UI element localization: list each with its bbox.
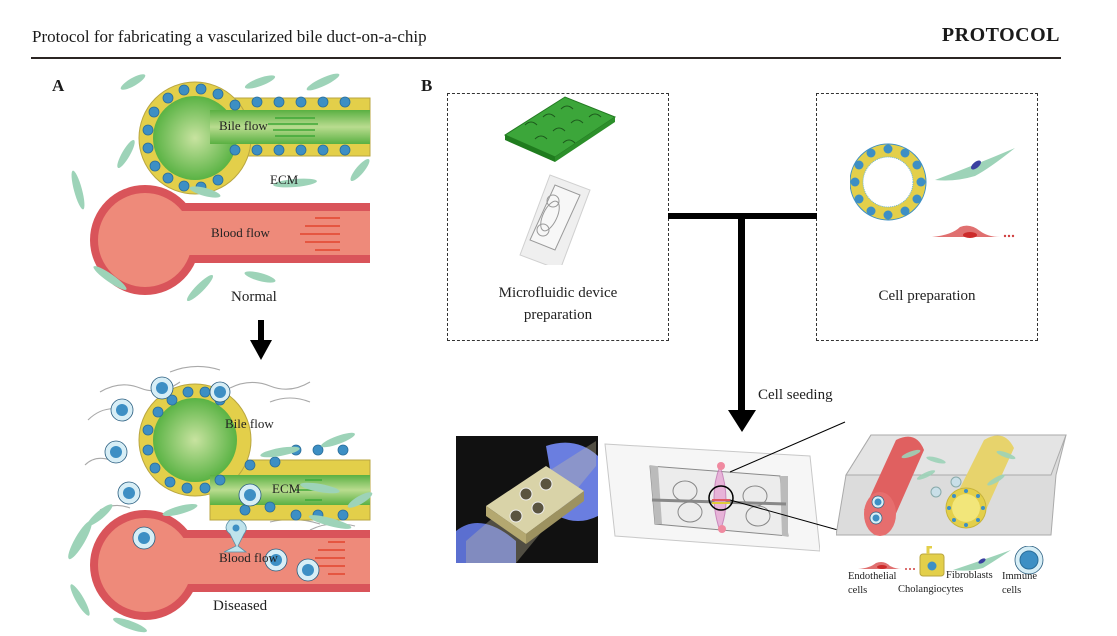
bile-flow-arrows: [268, 117, 318, 137]
fibroblast-icon: [935, 148, 1015, 181]
legend-fibroblasts-label: Fibroblasts: [946, 570, 993, 581]
header-rule: [31, 57, 1061, 59]
legend-immune-line2: cells: [1002, 585, 1022, 596]
device-illustrations: [503, 96, 617, 265]
endothelial-cell-icon: [932, 225, 1015, 238]
immune-cells: [104, 376, 320, 582]
cholangiocyte-organoid-icon: [850, 143, 927, 221]
device-preparation-caption: Microfluidic device preparation: [468, 282, 648, 326]
normal-blood-vessel: [90, 185, 370, 295]
device-schematic: [604, 443, 820, 552]
legend-fibroblast-icon: [953, 550, 1011, 571]
running-title: Protocol for fabricating a vascularized …: [32, 27, 427, 46]
legend-cholangiocytes-label: Cholangiocytes: [898, 584, 964, 595]
diseased-caption: Diseased: [213, 598, 268, 614]
legend-cholangiocyte-icon: [919, 546, 945, 577]
seeding-arrow-head: [728, 410, 756, 432]
diseased-ecm-label: ECM: [272, 481, 301, 496]
device-caption-line1: Microfluidic device: [498, 285, 618, 301]
diseased-blood-flow-label: Blood flow: [219, 550, 278, 565]
legend-endothelial-icon: [858, 562, 915, 570]
legend-immune-icon: [1014, 546, 1044, 575]
cell-seeding-label: Cell seeding: [758, 387, 833, 403]
legend-immune-label: Immune cells: [1002, 570, 1037, 598]
normal-caption: Normal: [231, 289, 277, 305]
device-caption-line2: preparation: [523, 307, 593, 323]
legend-endothelial-label: Endothelial cells: [848, 570, 896, 598]
normal-ecm-label: ECM: [270, 172, 299, 187]
section-tag: PROTOCOL: [941, 24, 1060, 46]
diseased-blood-vessel: [90, 510, 370, 620]
tissue-cutaway: [836, 434, 1067, 536]
fibroblasts-normal: [71, 73, 370, 302]
cell-illustrations: [850, 143, 1015, 238]
pdms-device-icon: [519, 174, 591, 265]
normal-blood-flow-label: Blood flow: [211, 225, 270, 240]
normal-bile-duct: [138, 81, 371, 195]
normal-bile-flow-label: Bile flow: [219, 118, 268, 133]
diseased-bile-flow-label: Bile flow: [225, 416, 274, 431]
blood-flow-arrows: [300, 217, 340, 251]
device-photo: [456, 436, 598, 563]
panel-b-label: B: [421, 76, 433, 95]
seeding-arrow-shaft: [738, 216, 745, 413]
down-arrow: [250, 320, 272, 360]
legend-immune-line1: Immune: [1002, 571, 1037, 582]
mold-icon: [503, 96, 617, 162]
diseased-bile-duct: [138, 383, 371, 521]
panel-a-label: A: [52, 76, 65, 95]
fibroblasts-diseased: [68, 432, 373, 633]
legend-icons: [858, 546, 1044, 577]
legend-endothelial-line2: cells: [848, 585, 868, 596]
legend-endothelial-line1: Endothelial: [848, 571, 897, 582]
panel-a-illustration: [68, 73, 373, 633]
zoom-lines: [729, 421, 846, 533]
cell-preparation-caption: Cell preparation: [878, 288, 976, 304]
